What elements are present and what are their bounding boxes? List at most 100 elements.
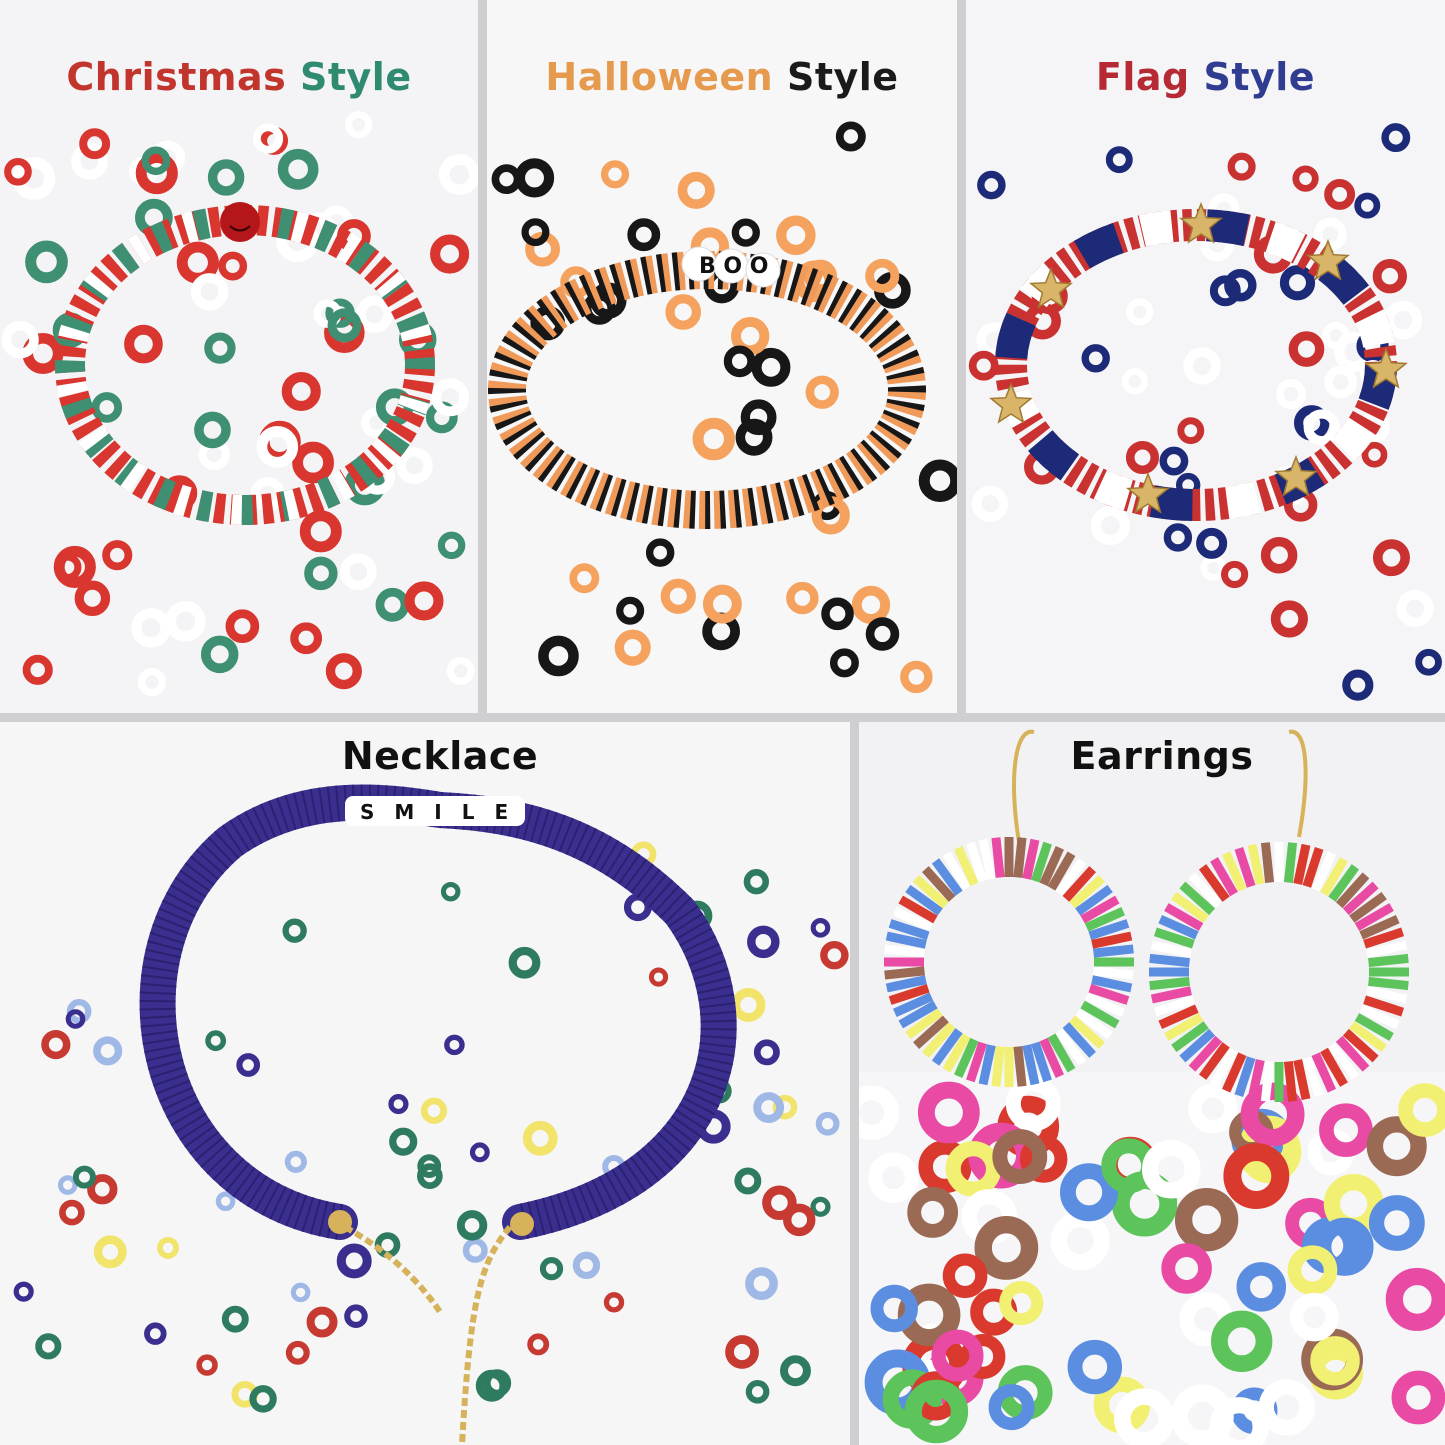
earring-bead: [1091, 975, 1133, 993]
loose-bead: [1366, 1116, 1427, 1177]
loose-bead: [71, 142, 108, 180]
loose-bead: [734, 1167, 762, 1195]
earring-bead: [966, 1041, 988, 1083]
loose-bead: [1114, 1388, 1175, 1445]
flag-style-title: Flag Style: [966, 55, 1445, 99]
loose-bead: [815, 1111, 840, 1136]
loose-bead: [539, 1257, 564, 1281]
earring-bead: [1234, 1056, 1256, 1098]
flag-style-panel: Flag Style: [966, 0, 1445, 713]
earring-bead: [885, 975, 927, 993]
earring-bead: [1149, 953, 1190, 968]
loose-bead: [218, 251, 248, 281]
loose-bead: [1067, 1339, 1123, 1395]
loose-bead: [762, 1185, 797, 1221]
earring-bead: [1342, 1028, 1379, 1063]
loose-bead: [829, 648, 859, 678]
loose-bead: [735, 418, 773, 456]
earring-bead: [1039, 1037, 1064, 1079]
loose-bead: [1224, 269, 1257, 302]
loose-bead: [306, 1306, 338, 1338]
loose-bead: [600, 160, 630, 189]
loose-bead: [1174, 1188, 1239, 1252]
earring-bead: [1171, 891, 1209, 923]
loose-bead: [648, 967, 669, 987]
loose-bead: [538, 635, 579, 677]
loose-bead: [396, 447, 433, 484]
earring-bead: [1222, 1052, 1247, 1093]
loose-bead: [207, 159, 245, 196]
star-bead: [1179, 201, 1223, 244]
earring-bead: [1153, 927, 1195, 949]
loose-bead: [1081, 344, 1110, 373]
loose-bead: [91, 392, 123, 423]
loose-bead: [968, 350, 999, 381]
loose-bead: [527, 1333, 550, 1356]
earring-bead: [905, 884, 943, 916]
earring-bead: [978, 1044, 996, 1086]
earring-bead: [1153, 995, 1195, 1017]
flag-bracelet-photo: [968, 123, 1442, 701]
earring-bead: [1293, 843, 1311, 885]
christmas-style-panel: Christmas Style: [0, 0, 478, 713]
loose-bead: [1372, 259, 1408, 294]
earring-bead: [885, 931, 927, 949]
necklace-photo: SMILE: [13, 784, 849, 1445]
halloween-bracelet-photo: B O O: [488, 121, 957, 694]
loose-bead: [124, 324, 163, 364]
loose-bead: [53, 545, 96, 589]
earring-bead: [1055, 1028, 1087, 1066]
loose-bead: [645, 538, 675, 567]
earring-bead: [1342, 881, 1379, 916]
earring-bead: [884, 944, 925, 958]
earring-bead: [1247, 1059, 1265, 1101]
loose-bead: [904, 1379, 969, 1444]
earring-bead: [1047, 1033, 1076, 1073]
loose-bead: [960, 1334, 1006, 1379]
loose-bead: [325, 653, 362, 690]
loose-bead: [65, 1009, 86, 1029]
loose-bead: [821, 597, 854, 631]
earring-bead: [942, 1033, 971, 1073]
earring-bead: [922, 866, 956, 902]
earring-bead: [1188, 1035, 1223, 1072]
boo-letters: B O O: [699, 254, 769, 279]
loose-bead: [1240, 1082, 1305, 1147]
earring-bead: [1320, 857, 1348, 897]
loose-bead: [723, 345, 756, 378]
loose-bead: [1275, 379, 1307, 410]
loose-bead: [1141, 1139, 1201, 1199]
loose-bead: [1200, 555, 1227, 581]
earring-bead: [898, 1000, 938, 1029]
loose-bead: [1310, 1336, 1360, 1386]
loose-bead: [751, 347, 791, 387]
loose-bead: [277, 148, 319, 190]
loose-bead: [282, 918, 307, 943]
loose-bead: [900, 660, 933, 694]
loose-bead: [417, 1154, 442, 1179]
earring-bead: [1039, 845, 1064, 887]
loose-bead: [1221, 560, 1249, 589]
loose-bead: [1, 321, 39, 359]
christmas-style-title: Christmas Style: [0, 55, 478, 99]
loose-bead: [1183, 347, 1221, 385]
loose-bead: [1319, 1103, 1373, 1157]
loose-bead: [102, 540, 133, 571]
loose-bead: [1313, 217, 1347, 251]
loose-bead: [725, 1335, 759, 1369]
loose-bead: [731, 218, 760, 247]
earring-bead: [913, 1015, 949, 1049]
earring-bead: [1247, 843, 1265, 885]
title-word-halloween: Halloween: [545, 55, 774, 99]
loose-bead: [388, 1093, 409, 1115]
loose-bead: [404, 581, 444, 621]
earring-bead: [1366, 940, 1408, 958]
loose-bead: [753, 1039, 780, 1066]
earring-bead: [1158, 915, 1199, 940]
loose-bead: [57, 1175, 78, 1195]
earring-bead: [1328, 1042, 1360, 1080]
loose-bead: [1177, 417, 1205, 445]
earring-bead: [1164, 1013, 1204, 1041]
earring-bead: [913, 875, 949, 909]
loose-bead: [74, 580, 111, 617]
